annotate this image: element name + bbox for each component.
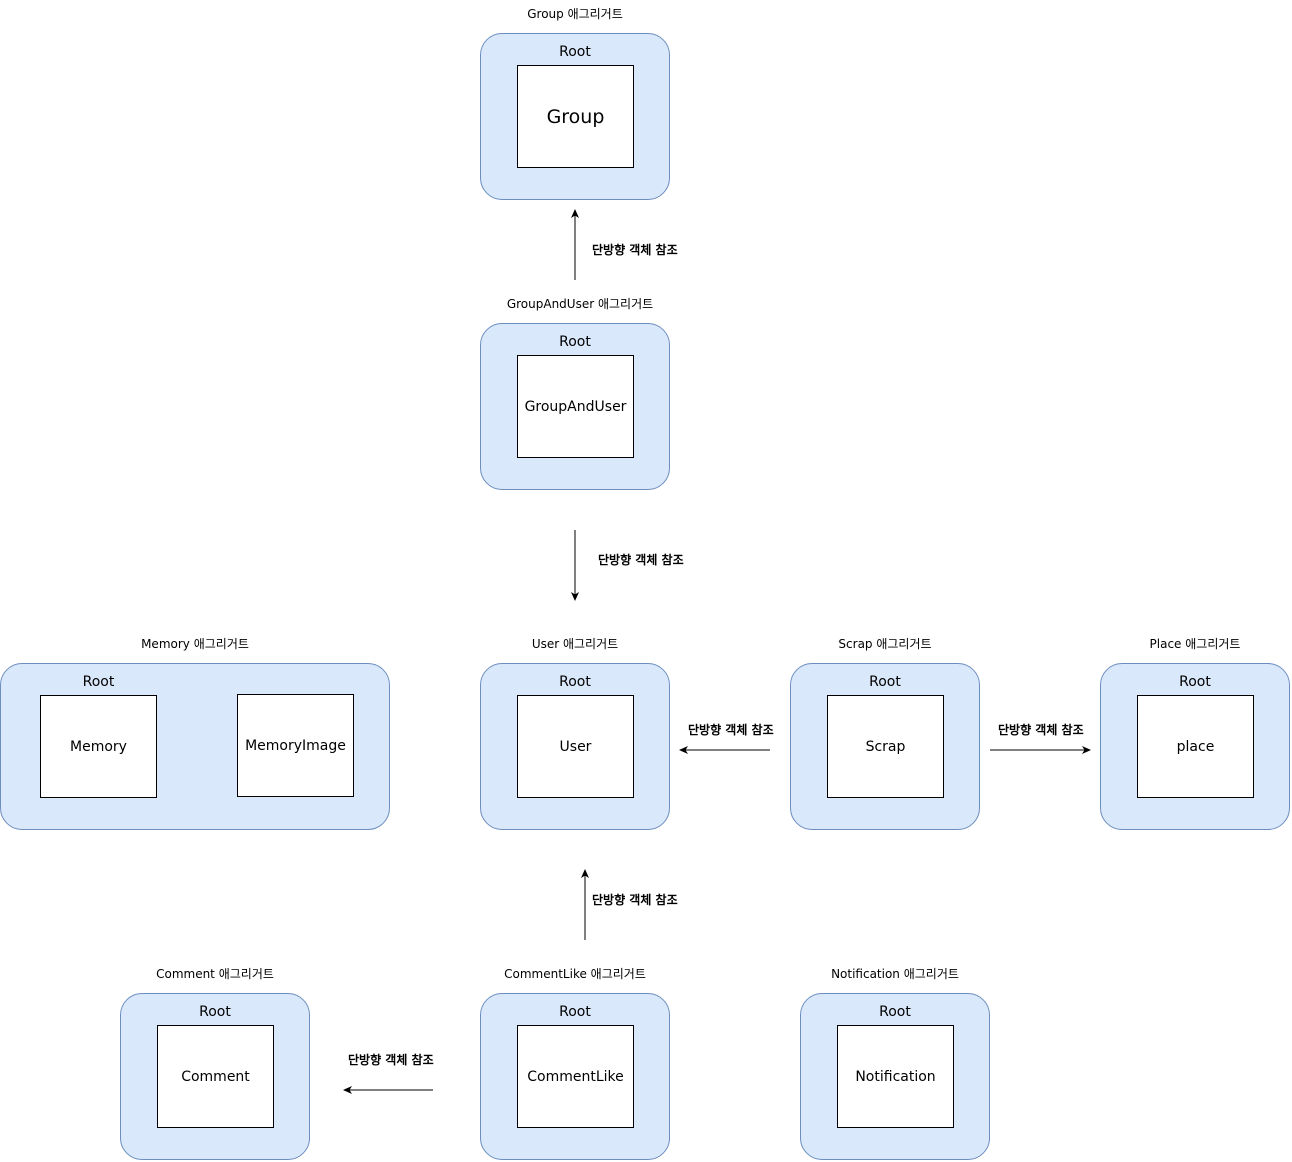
user-aggregate-title: User 애그리거트 [531, 637, 619, 651]
groupanduser-entity: GroupAndUser [517, 355, 634, 458]
scrap-entity: Scrap [827, 695, 944, 798]
edge-label-commentlike-to-user: 단방향 객체 참조 [592, 893, 678, 907]
scrap-aggregate-title: Scrap 애그리거트 [838, 637, 932, 651]
memory-root-label: Root [82, 674, 115, 690]
commentlike-aggregate-title: CommentLike 애그리거트 [504, 967, 646, 981]
memoryimage-entity: MemoryImage [237, 694, 354, 797]
edge-label-groupanduser-to-user: 단방향 객체 참조 [598, 553, 684, 567]
place-entity: place [1137, 695, 1254, 798]
comment-entity: Comment [157, 1025, 274, 1128]
edge-label-scrap-to-user: 단방향 객체 참조 [688, 723, 774, 737]
user-root-label: Root [559, 674, 591, 690]
comment-aggregate-title: Comment 애그리거트 [156, 967, 274, 981]
notification-root-label: Root [879, 1004, 911, 1020]
group-aggregate-title: Group 애그리거트 [527, 7, 623, 21]
scrap-root-label: Root [869, 674, 901, 690]
user-entity: User [517, 695, 634, 798]
commentlike-root-label: Root [559, 1004, 591, 1020]
edge-label-groupanduser-to-group: 단방향 객체 참조 [592, 243, 678, 257]
group-aggregate [480, 33, 670, 200]
memory-entity: Memory [40, 695, 157, 798]
group-entity: Group [517, 65, 634, 168]
edge-label-scrap-to-place: 단방향 객체 참조 [998, 723, 1084, 737]
edge-label-commentlike-to-comment: 단방향 객체 참조 [348, 1053, 434, 1067]
memory-aggregate-title: Memory 애그리거트 [141, 637, 249, 651]
notification-aggregate-title: Notification 애그리거트 [831, 967, 959, 981]
group-root-label: Root [559, 44, 591, 60]
groupanduser-aggregate-title: GroupAndUser 애그리거트 [506, 297, 654, 311]
place-aggregate-title: Place 애그리거트 [1149, 637, 1241, 651]
comment-root-label: Root [199, 1004, 231, 1020]
place-root-label: Root [1179, 674, 1211, 690]
groupanduser-root-label: Root [559, 334, 591, 350]
notification-entity: Notification [837, 1025, 954, 1128]
commentlike-entity: CommentLike [517, 1025, 634, 1128]
